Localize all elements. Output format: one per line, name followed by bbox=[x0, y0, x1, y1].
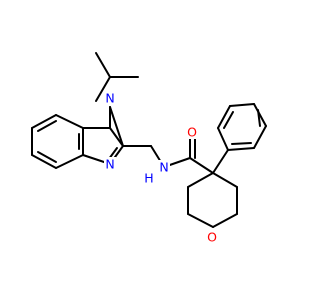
bond bbox=[227, 147, 255, 151]
atom-label-n-imine: N bbox=[105, 157, 114, 172]
bond-layer bbox=[31, 52, 267, 228]
atom-label-h-amide: H bbox=[144, 171, 153, 186]
bond bbox=[217, 105, 231, 129]
bond bbox=[229, 103, 255, 107]
bond bbox=[253, 103, 267, 127]
bond bbox=[37, 120, 57, 132]
bond bbox=[95, 52, 111, 78]
bond bbox=[212, 172, 238, 188]
bond bbox=[37, 151, 57, 163]
bond bbox=[212, 213, 238, 228]
bond bbox=[55, 114, 84, 129]
atom-label-o-carbonyl: O bbox=[187, 125, 197, 140]
bond bbox=[109, 127, 124, 147]
bond bbox=[257, 109, 261, 127]
bond bbox=[31, 114, 57, 129]
atom-n-imine: N bbox=[104, 157, 116, 172]
bond bbox=[223, 111, 234, 129]
bond bbox=[55, 154, 84, 169]
bond bbox=[231, 142, 252, 145]
bond bbox=[187, 213, 214, 228]
atom-label-layer: N N N H O O bbox=[104, 91, 219, 245]
bond bbox=[31, 154, 57, 169]
atom-label-n-isopropyl: N bbox=[105, 91, 114, 106]
bond bbox=[217, 127, 229, 151]
bond bbox=[95, 76, 111, 102]
atom-n-isopropyl: N bbox=[104, 91, 116, 106]
atom-o-ring: O bbox=[206, 230, 219, 245]
bond bbox=[189, 157, 214, 174]
bond bbox=[212, 149, 229, 174]
bond bbox=[253, 125, 267, 149]
atom-o-carbonyl: O bbox=[186, 125, 199, 140]
atom-n-amide: N H bbox=[143, 160, 170, 186]
atom-label-n-amide: N bbox=[159, 160, 168, 175]
bond bbox=[187, 172, 214, 188]
atom-label-o-ring: O bbox=[207, 230, 217, 245]
bond bbox=[109, 106, 124, 147]
molecule-structure-diagram: N N N H O O bbox=[31, 52, 267, 245]
